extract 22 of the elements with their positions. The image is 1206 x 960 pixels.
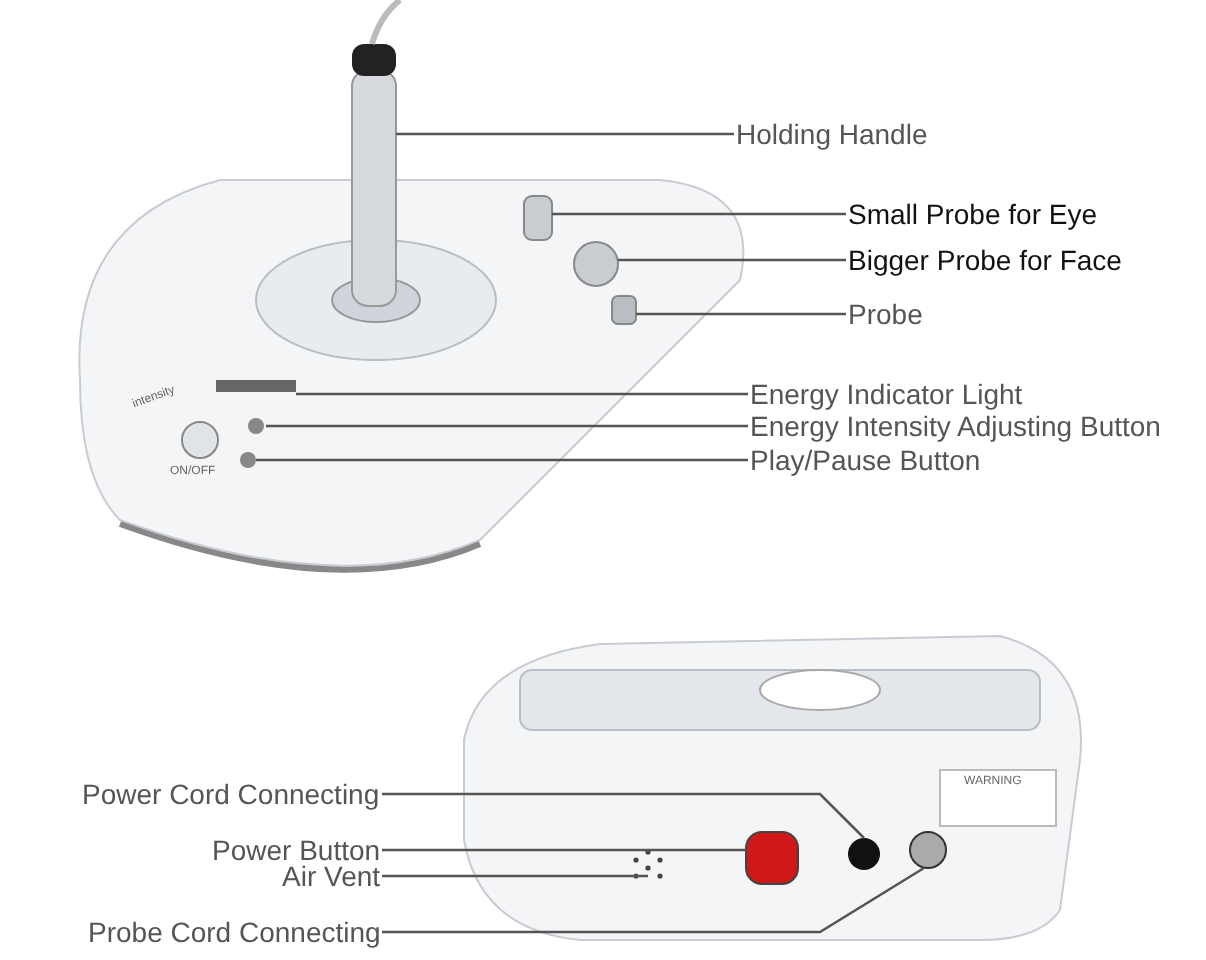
leader-line [552,212,846,216]
callout-label: Probe [848,298,923,330]
callout-label: Air Vent [282,860,381,892]
callout-label: Power Cord Connecting [82,778,380,810]
leader-line [296,392,748,396]
leader-line [382,792,865,839]
leader-line [256,458,748,462]
callout-label: Power Button [212,834,381,866]
leader-line [382,848,746,852]
leader-line [636,312,846,316]
leader-line [618,258,846,262]
callout-label: Energy Indicator Light [750,378,1023,410]
leader-line [382,866,925,934]
callout-label: Play/Pause Button [750,444,981,476]
leader-line [266,424,748,428]
callout-label: Holding Handle [736,118,928,150]
leader-line [382,874,648,878]
callout-label: Small Probe for Eye [848,198,1097,230]
leader-line [396,132,734,136]
callout-label: Energy Intensity Adjusting Button [750,410,1161,442]
callout-label: Bigger Probe for Face [848,244,1122,276]
callout-label: Probe Cord Connecting [88,916,381,948]
